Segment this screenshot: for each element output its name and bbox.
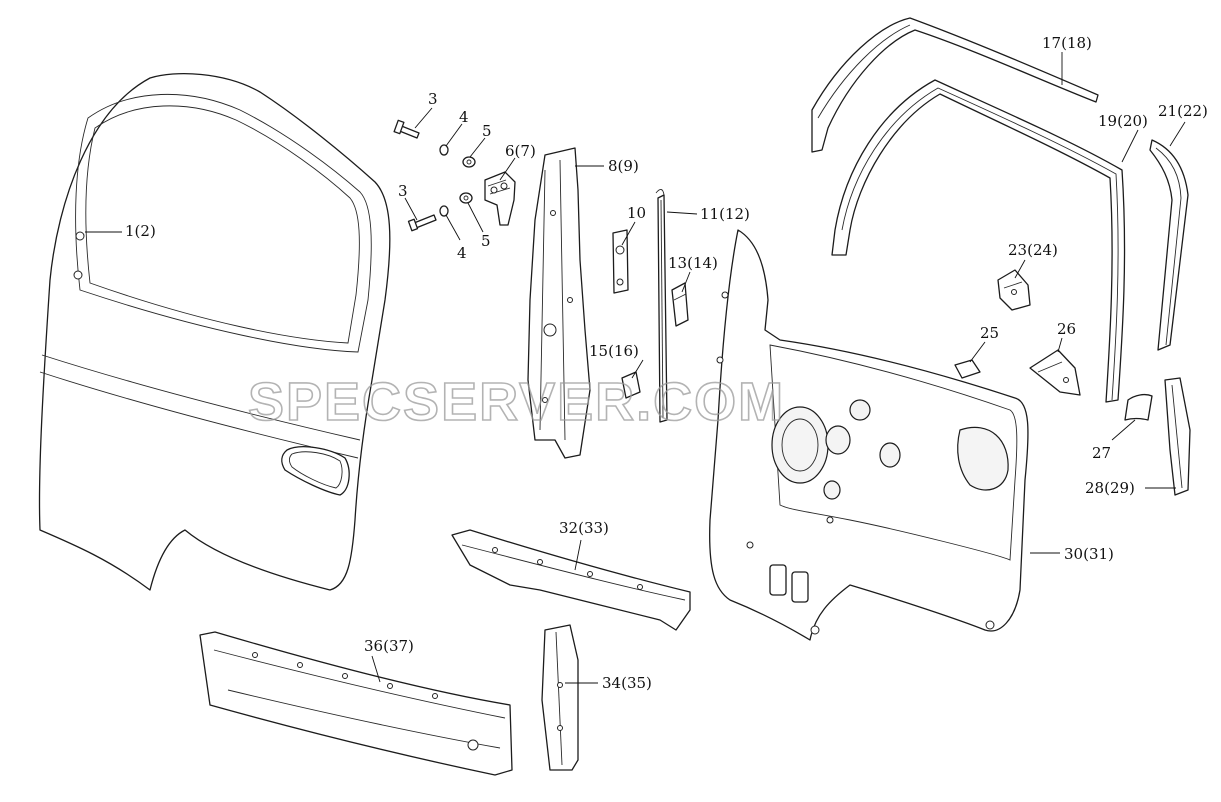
channel-bracket [671, 282, 689, 327]
callout-15: 15(16) [589, 342, 639, 360]
callout-17: 17(18) [1042, 34, 1092, 52]
side-moulding [1149, 139, 1189, 351]
callout-5b: 5 [481, 232, 491, 250]
inner-door-panel [709, 229, 1029, 641]
trim-piece-27 [1124, 393, 1153, 421]
callout-32: 32(33) [559, 519, 609, 537]
upper-hinge-bolt-set [393, 119, 476, 168]
callout-5a: 5 [482, 122, 492, 140]
callout-labels: 1(2) 3 4 5 6(7) 3 4 5 8(9) 10 11(12) 13(… [125, 34, 1208, 692]
reinforcement-beam-upper [451, 529, 691, 631]
window-frame-outer [831, 79, 1126, 403]
callout-36: 36(37) [364, 637, 414, 655]
callout-26: 26 [1057, 320, 1076, 338]
callout-4a: 4 [459, 108, 469, 126]
callout-23: 23(24) [1008, 241, 1058, 259]
callout-3b: 3 [398, 182, 408, 200]
callout-11: 11(12) [700, 205, 750, 223]
reinforcement-beam-lower [199, 631, 513, 776]
callout-3a: 3 [428, 90, 438, 108]
watermark: SPECSERVER.COM [248, 372, 785, 432]
callout-25: 25 [980, 324, 999, 342]
bracket-25 [954, 359, 981, 379]
outer-door-panel [38, 72, 391, 591]
rear-pillar-trim [1164, 377, 1191, 496]
bracket-26 [1029, 349, 1081, 396]
callout-28: 28(29) [1085, 479, 1135, 497]
callout-30: 30(31) [1064, 545, 1114, 563]
callout-4b: 4 [457, 244, 467, 262]
callout-1: 1(2) [125, 222, 156, 240]
callout-19: 19(20) [1098, 112, 1148, 130]
bracket [612, 229, 629, 294]
bracket-23 [997, 269, 1031, 311]
hinge-pillar [527, 147, 591, 459]
door-hinge [484, 171, 516, 226]
callout-13: 13(14) [668, 254, 718, 272]
upper-frame-moulding [811, 17, 1099, 153]
vertical-reinforcement [541, 624, 579, 771]
clip [621, 371, 641, 399]
callout-21: 21(22) [1158, 102, 1208, 120]
glass-run-channel [655, 189, 668, 423]
callout-27: 27 [1092, 444, 1111, 462]
callout-8: 8(9) [608, 157, 639, 175]
callout-6: 6(7) [505, 142, 536, 160]
leader-lines [85, 52, 1186, 684]
callout-34: 34(35) [602, 674, 652, 692]
callout-10: 10 [627, 204, 646, 222]
lower-hinge-bolt-set [407, 192, 473, 232]
